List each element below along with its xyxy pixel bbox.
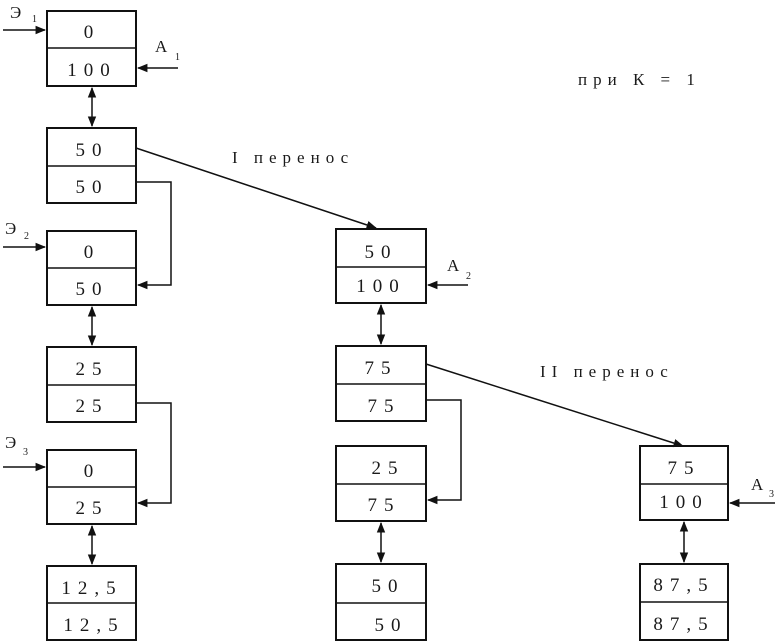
box-1-top-value: 0 <box>84 22 101 43</box>
svg-text:А: А <box>751 475 769 494</box>
label-e3: Э 3 <box>5 433 28 458</box>
box-5: 0 25 <box>46 449 137 525</box>
label-a1: А 1 <box>155 37 180 63</box>
label-a3: А 3 <box>751 475 774 500</box>
box-6-bottom-value: 12,5 <box>63 615 124 636</box>
box-12-bottom-value: 87,5 <box>653 614 714 635</box>
box-9: 25 75 <box>335 445 427 522</box>
box-11: 75 100 <box>639 445 729 521</box>
box-10-top-value: 50 <box>372 576 405 597</box>
return-arrow-8-9 <box>426 399 462 505</box>
transfer-label-1: I перенос <box>232 148 354 167</box>
box-4: 25 25 <box>46 346 137 423</box>
svg-text:А: А <box>155 37 173 56</box>
box-3-bottom-value: 50 <box>76 279 109 300</box>
box-9-bottom-value: 75 <box>368 495 401 516</box>
box-3: 0 50 <box>46 230 137 306</box>
return-arrow-4-5 <box>136 402 172 508</box>
box-7-top-value: 50 <box>365 242 398 263</box>
box-7-bottom-value: 100 <box>356 276 406 297</box>
svg-text:3: 3 <box>769 489 774 500</box>
box-2-top-value: 50 <box>76 140 109 161</box>
transfer-label-2: II перенос <box>540 362 674 381</box>
box-7: 50 100 <box>335 228 427 304</box>
box-8-top-value: 75 <box>365 358 398 379</box>
box-6: 12,5 12,5 <box>46 565 137 641</box>
label-e2: Э 2 <box>5 219 29 242</box>
box-8: 75 75 <box>335 345 427 422</box>
box-1-bottom-value: 100 <box>67 60 117 81</box>
svg-text:2: 2 <box>24 231 29 242</box>
box-12: 87,5 87,5 <box>639 563 729 641</box>
label-a2: А 2 <box>447 256 471 282</box>
box-2: 50 50 <box>46 127 137 204</box>
box-6-top-value: 12,5 <box>61 578 122 599</box>
label-e1: Э 1 <box>10 3 37 25</box>
svg-text:2: 2 <box>466 271 471 282</box>
transfer-arrow-2 <box>425 363 685 448</box>
return-arrow-2-3 <box>136 181 172 290</box>
box-3-top-value: 0 <box>84 242 101 263</box>
box-10-bottom-value: 50 <box>375 615 408 636</box>
transfer-arrow-1 <box>135 147 377 229</box>
svg-text:1: 1 <box>175 52 180 63</box>
svg-text:Э: Э <box>5 433 22 452</box>
box-4-bottom-value: 25 <box>76 396 109 417</box>
box-11-bottom-value: 100 <box>659 492 709 513</box>
box-5-top-value: 0 <box>84 461 101 482</box>
box-4-top-value: 25 <box>76 359 109 380</box>
box-2-bottom-value: 50 <box>76 177 109 198</box>
box-5-bottom-value: 25 <box>76 498 109 519</box>
svg-text:1: 1 <box>32 14 37 25</box>
svg-text:А: А <box>447 256 465 275</box>
box-8-bottom-value: 75 <box>368 396 401 417</box>
box-12-top-value: 87,5 <box>653 575 714 596</box>
box-9-top-value: 25 <box>372 458 405 479</box>
condition-title: при К = 1 <box>578 70 701 89</box>
box-10: 50 50 <box>335 563 427 641</box>
box-1: 0 100 <box>46 10 137 87</box>
svg-text:3: 3 <box>23 447 28 458</box>
svg-text:Э: Э <box>10 3 27 22</box>
svg-text:Э: Э <box>5 219 22 238</box>
box-11-top-value: 75 <box>668 458 701 479</box>
